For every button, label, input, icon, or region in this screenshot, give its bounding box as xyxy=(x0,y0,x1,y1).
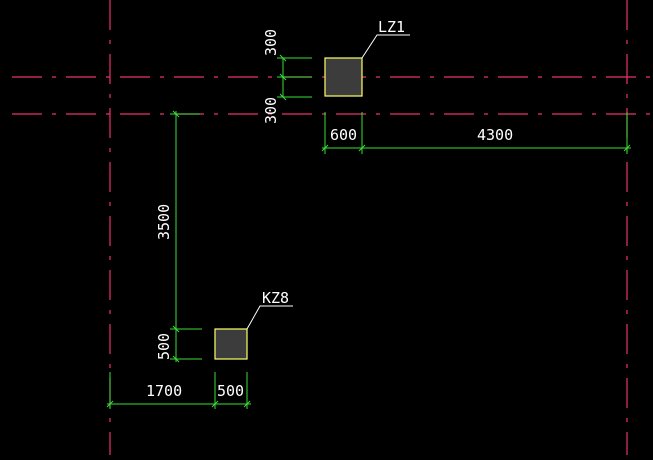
column-lz1[interactable]: LZ1 xyxy=(324,18,410,97)
column-kz8[interactable]: KZ8 xyxy=(214,289,293,360)
dim-lz1-bottom-offset: 300 xyxy=(262,97,280,124)
dim-lz1-vertical xyxy=(277,54,312,101)
column-kz8-body[interactable] xyxy=(214,328,248,360)
column-kz8-leader xyxy=(246,305,293,330)
column-lz1-body[interactable] xyxy=(324,57,363,97)
column-lz1-leader xyxy=(361,34,410,59)
dim-kz8-height: 500 xyxy=(155,333,173,360)
dim-lz1-horizontal xyxy=(321,112,631,154)
dim-lz1-to-grid: 4300 xyxy=(477,126,513,144)
dim-kz8-vertical-gap: 3500 xyxy=(155,204,173,240)
dim-kz8-horizontal xyxy=(106,372,251,409)
dim-kz8-vertical xyxy=(170,110,202,363)
column-lz1-label: LZ1 xyxy=(378,18,405,36)
dim-kz8-from-grid: 1700 xyxy=(146,382,182,400)
column-kz8-label: KZ8 xyxy=(262,289,289,307)
dim-lz1-width: 600 xyxy=(330,126,357,144)
dim-kz8-width: 500 xyxy=(217,382,244,400)
dim-lz1-top-offset: 300 xyxy=(262,29,280,56)
